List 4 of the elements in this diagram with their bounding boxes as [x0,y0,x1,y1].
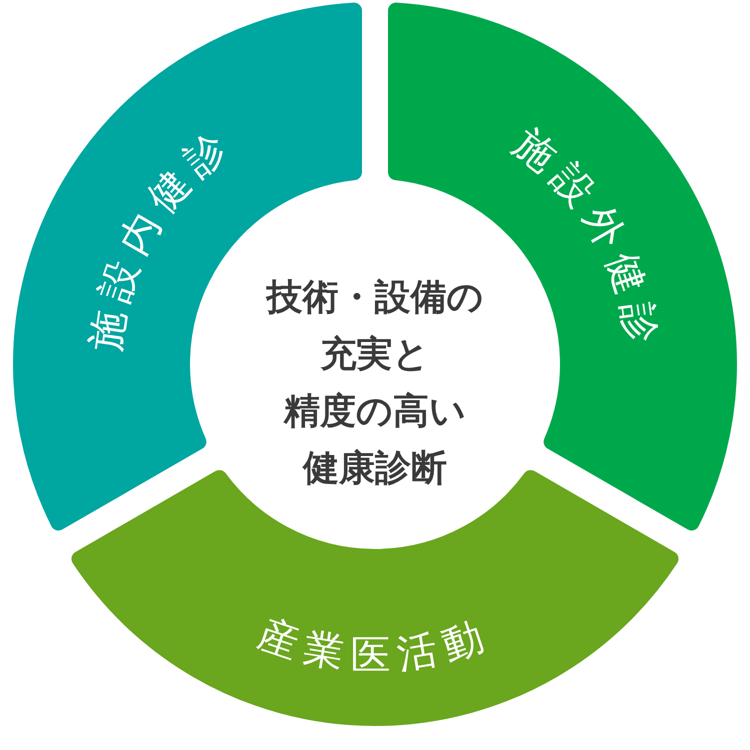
segment-label: 産業医活動 [252,610,498,678]
segment-label: 施設内健診 [82,119,244,354]
center-text: 技術・設備の充実と精度の高い健康診断 [264,276,484,491]
segment-label: 施設外健診 [505,120,666,355]
